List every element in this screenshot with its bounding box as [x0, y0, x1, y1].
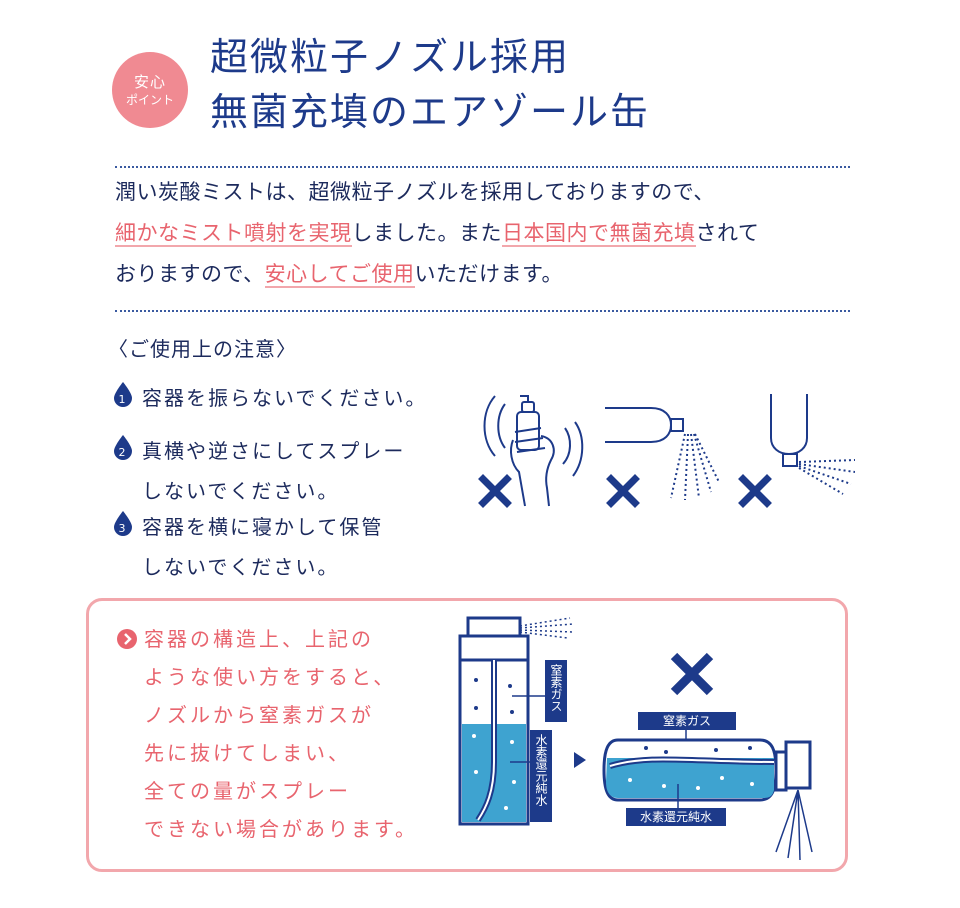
- nitrogen-gas-label-horizontal: 窒素ガス: [663, 713, 711, 728]
- caution-item-2: 2 真横や逆さにしてスプレー しないでください。: [112, 432, 405, 510]
- caution-text-cont: しないでください。: [142, 478, 340, 503]
- hydrogen-water-label-horizontal: 水素還元純水: [640, 810, 712, 824]
- intro-text: 潤い炭酸ミストは、超微粒子ノズルを採用しておりますので、 細かなミスト噴射を実現…: [115, 172, 855, 295]
- can-structure-diagram: 窒素ガス 水素還元純水 窒素ガス 水素還元純水: [458, 616, 813, 861]
- intro-line2: 細かなミスト噴射を実現しました。また日本国内で無菌充填されて: [115, 213, 855, 254]
- badge-line1: 安心: [133, 72, 166, 91]
- title-line2: 無菌充填のエアゾール缶: [210, 90, 651, 134]
- x-mark-icon: [478, 474, 772, 508]
- intro-line3-start: おりますので、: [115, 262, 265, 286]
- intro-line3: おりますので、安心してご使用いただけます。: [115, 254, 855, 295]
- safety-point-badge: 安心 ポイント: [112, 52, 188, 128]
- caution-text: 容器を振らないでください。: [142, 386, 428, 410]
- upside-down-can-illustration: [770, 394, 855, 495]
- shaking-hand-illustration: [483, 395, 584, 507]
- caution-text: 真横や逆さにしてスプレー: [142, 439, 406, 463]
- drop-number-icon: 3: [112, 510, 134, 548]
- page-title: 超微粒子ノズル採用 無菌充填のエアゾール缶: [210, 30, 650, 140]
- caution-text: 容器を横に寝かして保管: [142, 515, 384, 539]
- warning-line: 容器の構造上、上記の: [144, 627, 374, 651]
- highlight-safe-use: 安心してご使用: [264, 262, 415, 288]
- nitrogen-gas-label: 窒素ガス: [549, 663, 563, 712]
- divider-bottom: [115, 310, 850, 312]
- caution-number: 3: [119, 522, 128, 535]
- badge-line2: ポイント: [125, 92, 174, 107]
- warning-box: [86, 598, 848, 872]
- arrow-right-icon: [574, 752, 586, 768]
- divider-top: [115, 166, 850, 168]
- sideways-can-illustration: [605, 407, 720, 501]
- intro-line2-end: されて: [695, 221, 760, 245]
- warning-text: 容器の構造上、上記の ような使い方をすると、 ノズルから窒素ガスが 先に抜けてし…: [117, 620, 418, 848]
- upright-can-diagram: 窒素ガス 水素還元純水: [458, 616, 575, 826]
- caution-text-cont: しないでください。: [142, 554, 340, 579]
- caution-number: 1: [119, 393, 128, 406]
- highlight-fine-mist: 細かなミスト噴射を実現: [115, 221, 352, 247]
- drop-number-icon: 1: [112, 381, 134, 419]
- intro-line1: 潤い炭酸ミストは、超微粒子ノズルを採用しておりますので、: [115, 180, 715, 204]
- caution-illustrations: [478, 394, 855, 508]
- caution-heading: 〈ご使用上の注意〉: [108, 337, 297, 361]
- sideways-can-diagram: 窒素ガス 水素還元純水: [602, 712, 813, 861]
- caution-item-1: 1 容器を振らないでください。: [112, 379, 427, 419]
- warning-line: 全ての量がスプレー: [144, 779, 351, 803]
- drop-number-icon: 2: [112, 434, 134, 472]
- x-mark-icon: [670, 652, 714, 696]
- intro-line2-mid: しました。また: [351, 221, 502, 245]
- caution-number: 2: [119, 446, 128, 459]
- caution-item-3: 3 容器を横に寝かして保管 しないでください。: [112, 508, 383, 586]
- warning-line: 先に抜けてしまい、: [144, 741, 351, 765]
- warning-line: ノズルから窒素ガスが: [144, 703, 374, 727]
- warning-line: できない場合があります。: [144, 817, 418, 841]
- hydrogen-water-label: 水素還元純水: [534, 734, 548, 806]
- chevron-right-icon: [117, 628, 137, 649]
- warning-line: ような使い方をすると、: [144, 665, 397, 689]
- intro-line3-end: いただけます。: [414, 262, 563, 286]
- highlight-aseptic-filling: 日本国内で無菌充填: [502, 221, 696, 247]
- title-line1: 超微粒子ノズル採用: [210, 35, 571, 79]
